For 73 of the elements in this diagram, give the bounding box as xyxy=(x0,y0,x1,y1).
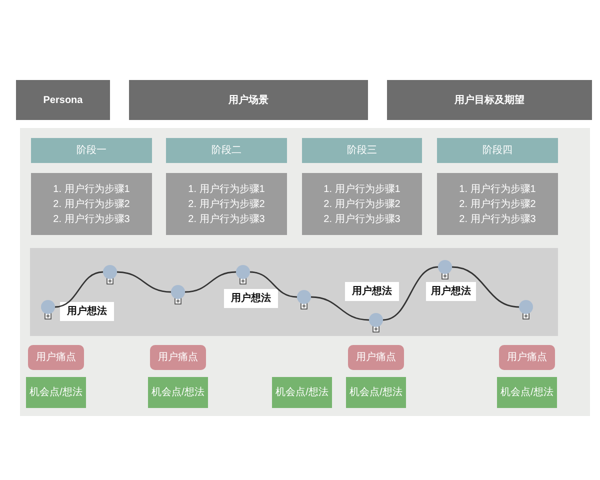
thought-box xyxy=(224,289,278,308)
opportunity-box xyxy=(148,377,208,408)
box-label: 机会点/想法 xyxy=(30,386,82,400)
journey-curve xyxy=(382,266,438,321)
step-text: 1. 用户行为步骤1 xyxy=(324,182,400,196)
stage-header xyxy=(166,138,287,163)
box-label: 用户痛点 xyxy=(507,350,547,365)
thought-box xyxy=(426,282,476,301)
steps-box xyxy=(31,173,152,235)
opportunity-box xyxy=(26,377,86,408)
pain-point-tag xyxy=(28,345,84,370)
panel-background xyxy=(20,128,590,416)
box-label: 阶段二 xyxy=(212,144,242,158)
steps-box xyxy=(166,173,287,235)
curve-node xyxy=(236,265,250,279)
thought-box xyxy=(345,282,399,301)
journey-curve xyxy=(250,271,298,298)
curve-node xyxy=(438,260,452,274)
box-label: 机会点/想法 xyxy=(500,386,554,400)
curve-node xyxy=(369,313,383,327)
box-label: 用户痛点 xyxy=(158,350,198,365)
step-text: 2. 用户行为步骤2 xyxy=(188,198,265,212)
stage-header xyxy=(302,138,422,163)
box-label: 用户痛点 xyxy=(356,350,396,365)
box-label: 阶段一 xyxy=(76,144,106,158)
curve-node xyxy=(41,300,55,314)
box-label: 机会点/想法 xyxy=(350,386,402,400)
step-text: 1. 用户行为步骤1 xyxy=(53,182,130,196)
journey-curve xyxy=(452,266,520,308)
box-label: 用户痛点 xyxy=(36,350,76,365)
steps-box xyxy=(437,173,558,235)
box-label: 用户想法 xyxy=(231,291,271,306)
step-text: 2. 用户行为步骤3 xyxy=(53,212,130,226)
box-label: 用户想法 xyxy=(67,304,107,319)
step-text: 1. 用户行为步骤1 xyxy=(459,182,536,196)
header-title: 用户目标及期望 xyxy=(454,93,524,108)
journey-curve xyxy=(184,271,236,293)
header-title: Persona xyxy=(43,94,83,108)
box-label: 用户想法 xyxy=(431,284,471,299)
pain-point-tag xyxy=(150,345,206,370)
step-text: 2. 用户行为步骤3 xyxy=(324,212,400,226)
header-bar xyxy=(129,80,368,120)
step-text: 2. 用户行为步骤2 xyxy=(53,198,130,212)
header-bar xyxy=(387,80,592,120)
step-text: 2. 用户行为步骤2 xyxy=(324,198,400,212)
pain-point-tag xyxy=(348,345,404,370)
curve-node xyxy=(297,290,311,304)
pain-point-tag xyxy=(499,345,555,370)
stage-header xyxy=(31,138,152,163)
step-text: 1. 用户行为步骤1 xyxy=(188,182,265,196)
curve-node xyxy=(519,300,533,314)
journey-curve xyxy=(116,271,172,293)
opportunity-box xyxy=(346,377,406,408)
journey-curve xyxy=(310,296,370,321)
box-label: 阶段四 xyxy=(482,144,512,158)
box-label: 机会点/想法 xyxy=(276,386,328,400)
header-title: 用户场景 xyxy=(228,93,268,108)
journey-curve xyxy=(54,271,104,308)
box-label: 用户想法 xyxy=(352,284,392,299)
step-text: 2. 用户行为步骤3 xyxy=(188,212,265,226)
opportunity-box xyxy=(272,377,332,408)
steps-box xyxy=(302,173,422,235)
curve-panel xyxy=(30,248,558,336)
opportunity-box xyxy=(497,377,557,408)
box-label: 机会点/想法 xyxy=(152,386,204,400)
header-bar xyxy=(16,80,110,120)
thought-box xyxy=(60,302,114,321)
step-text: 2. 用户行为步骤3 xyxy=(459,212,536,226)
curve-node xyxy=(171,285,185,299)
box-label: 阶段三 xyxy=(347,144,377,158)
curve-node xyxy=(103,265,117,279)
step-text: 2. 用户行为步骤2 xyxy=(459,198,536,212)
stage-header xyxy=(437,138,558,163)
